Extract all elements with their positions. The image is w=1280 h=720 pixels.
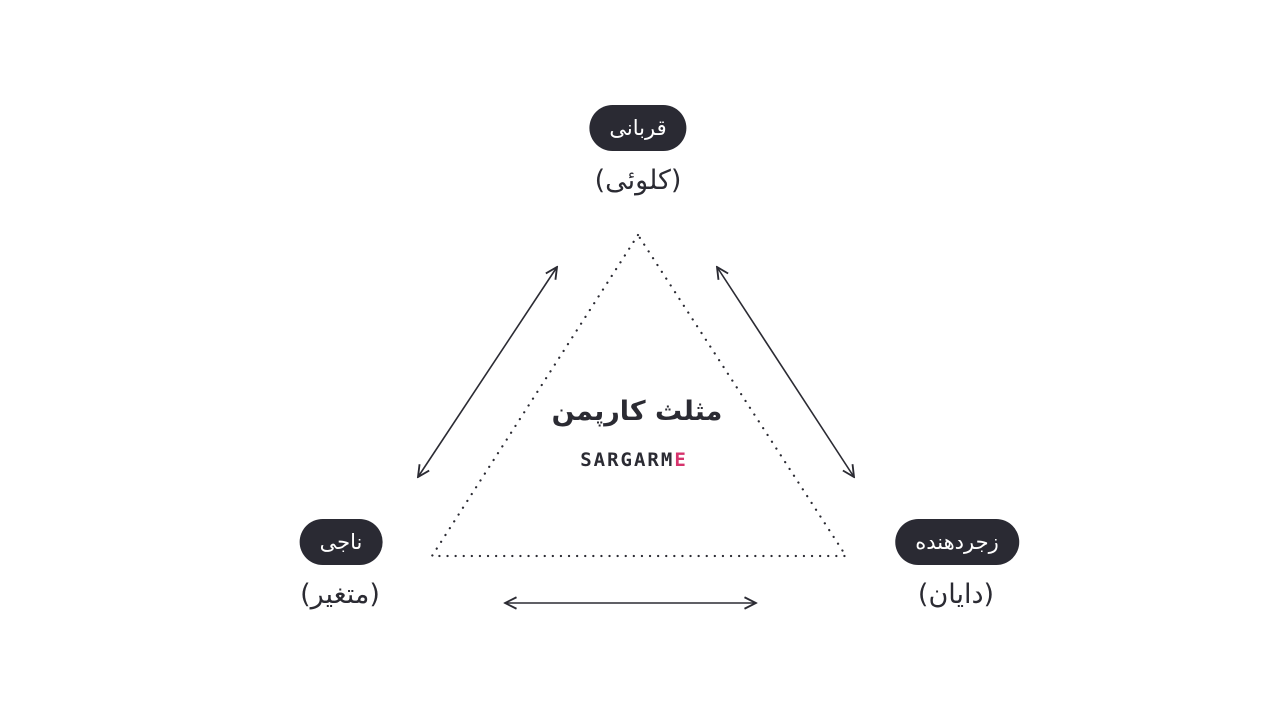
arrow-left-top	[418, 267, 557, 477]
role-persecutor-name: (دایان)	[917, 579, 995, 610]
logo-text: SARGARM	[580, 449, 675, 471]
sargarme-logo: SARGARME	[580, 449, 688, 471]
arrow-right-top	[717, 267, 854, 477]
role-victim-badge: قربانی	[589, 105, 687, 151]
role-victim-name: (کلوئی)	[594, 165, 682, 196]
diagram-title: مثلث کارپمن	[551, 396, 723, 427]
role-rescuer-badge: ناجی	[299, 519, 383, 565]
role-persecutor-badge: زجردهنده	[895, 519, 1019, 565]
logo-accent: E	[674, 449, 688, 471]
role-rescuer-name: (متغیر)	[300, 579, 380, 610]
